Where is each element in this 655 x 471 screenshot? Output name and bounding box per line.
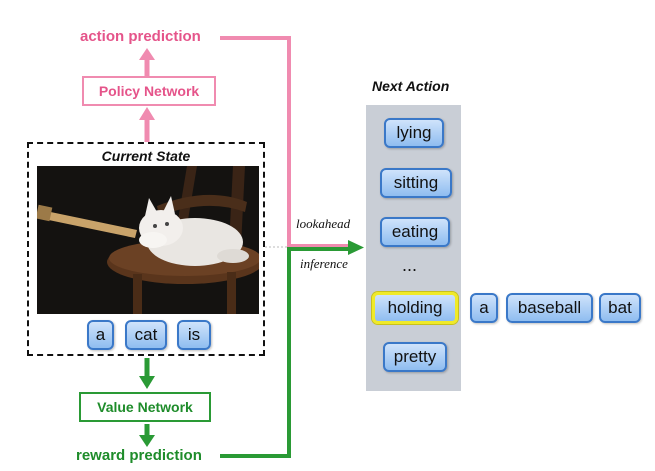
policy-network-box: Policy Network — [82, 76, 216, 106]
action-option-eating: eating — [380, 217, 450, 247]
caption-token: is — [177, 320, 211, 350]
continuation-token: baseball — [506, 293, 593, 323]
continuation-token: bat — [599, 293, 641, 323]
action-option-pretty: pretty — [383, 342, 447, 372]
lookahead-arrowhead — [348, 240, 364, 255]
value-reward-arrowhead — [139, 435, 155, 447]
action-option-holding-selected: holding — [372, 292, 458, 324]
current-state-title: Current State — [101, 148, 191, 164]
caption-token: cat — [125, 320, 167, 350]
policy-arrowhead — [139, 48, 155, 60]
reward-prediction-label: reward prediction — [76, 447, 202, 464]
caption-token: a — [87, 320, 114, 350]
inference-label: inference — [300, 256, 348, 271]
value-network-box: Value Network — [79, 392, 211, 422]
lookahead-label: lookahead — [296, 216, 351, 231]
state-policy-arrowhead — [139, 107, 155, 120]
reward-wire — [220, 247, 350, 458]
action-wire — [220, 36, 350, 248]
action-prediction-label: action prediction — [80, 28, 201, 45]
action-option-lying: lying — [384, 118, 444, 148]
action-option-sitting: sitting — [380, 168, 452, 198]
current-state-box: Current State a cat is — [27, 142, 265, 356]
continuation-token: a — [470, 293, 498, 323]
state-value-arrowhead — [139, 376, 155, 389]
next-action-title: Next Action — [372, 78, 450, 94]
more-options-ellipsis: ... — [402, 255, 418, 275]
cat-photo — [37, 166, 259, 314]
